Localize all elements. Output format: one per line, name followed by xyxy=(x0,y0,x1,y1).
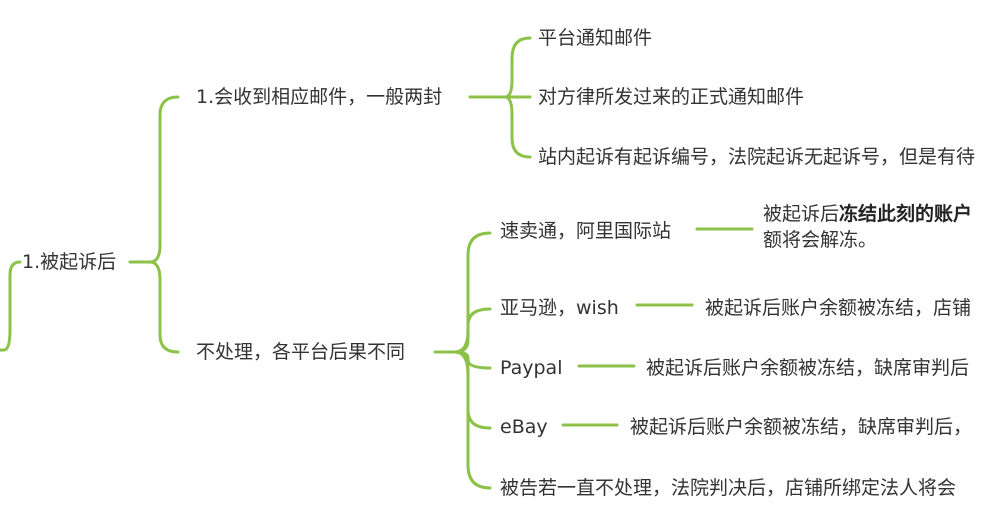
email-child-1: 平台通知邮件 xyxy=(538,25,652,51)
result-amazon-wish: 被起诉后账户余额被冻结，店铺 xyxy=(705,295,971,321)
platform-amazon-wish: 亚马逊，wish xyxy=(500,295,619,321)
email-child-2-label: 对方律所发过来的正式通知邮件 xyxy=(538,86,805,108)
result-paypal: 被起诉后账户余额被冻结，缺席审判后 xyxy=(646,355,969,381)
result-aliexpress-bold: 冻结此刻的账户 xyxy=(839,203,973,225)
result-aliexpress: 被起诉后冻结此刻的账户 额将会解冻。 xyxy=(763,201,984,253)
email-child-3: 站内起诉有起诉编号，法院起诉无起诉号，但是有待 xyxy=(538,144,975,170)
result-aliexpress-prefix: 被起诉后 xyxy=(763,203,840,225)
ignore-child-court-label: 被告若一直不处理，法院判决后，店铺所绑定法人将会 xyxy=(500,477,957,499)
ignore-branch-5 xyxy=(453,350,492,490)
platform-aliexpress: 速卖通，阿里国际站 xyxy=(500,218,671,244)
ignore-branch-node: 不处理，各平台后果不同 xyxy=(196,339,405,365)
root-branch-up xyxy=(148,95,180,264)
email-branch-up xyxy=(503,36,532,99)
result-paypal-label: 被起诉后账户余额被冻结，缺席审判后 xyxy=(646,357,970,379)
email-child-3-label: 站内起诉有起诉编号，法院起诉无起诉号，但是有待 xyxy=(538,146,976,168)
email-branch-label: 1.会收到相应邮件，一般两封 xyxy=(196,86,443,108)
ignore-branch-1 xyxy=(453,231,492,354)
email-branch-node: 1.会收到相应邮件，一般两封 xyxy=(196,84,442,110)
root-branch-down xyxy=(148,260,180,354)
root-label: 1.被起诉后 xyxy=(22,251,117,273)
platform-aliexpress-label: 速卖通，阿里国际站 xyxy=(500,220,672,242)
root-node: 1.被起诉后 xyxy=(22,249,116,275)
result-aliexpress-line2: 额将会解冻。 xyxy=(763,229,878,251)
ignore-branch-2 xyxy=(453,307,492,354)
ignore-branch-4 xyxy=(453,350,492,430)
ignore-child-court: 被告若一直不处理，法院判决后，店铺所绑定法人将会 xyxy=(500,475,956,501)
platform-paypal-label: Paypal xyxy=(500,357,563,379)
root-left-stub xyxy=(0,260,22,352)
result-amazon-wish-label: 被起诉后账户余额被冻结，店铺 xyxy=(705,297,972,319)
platform-ebay: eBay xyxy=(500,414,548,440)
email-child-2: 对方律所发过来的正式通知邮件 xyxy=(538,84,804,110)
platform-paypal: Paypal xyxy=(500,355,562,381)
platform-ebay-label: eBay xyxy=(500,416,548,438)
result-aliexpress-line1: 被起诉后冻结此刻的账户 xyxy=(763,201,984,227)
email-child-1-label: 平台通知邮件 xyxy=(538,27,653,49)
result-ebay: 被起诉后账户余额被冻结，缺席审判后， xyxy=(630,414,972,440)
email-branch-down xyxy=(503,95,532,159)
result-ebay-label: 被起诉后账户余额被冻结，缺席审判后， xyxy=(630,416,973,438)
platform-amazon-wish-label: 亚马逊，wish xyxy=(500,297,619,319)
ignore-branch-label: 不处理，各平台后果不同 xyxy=(196,341,406,363)
